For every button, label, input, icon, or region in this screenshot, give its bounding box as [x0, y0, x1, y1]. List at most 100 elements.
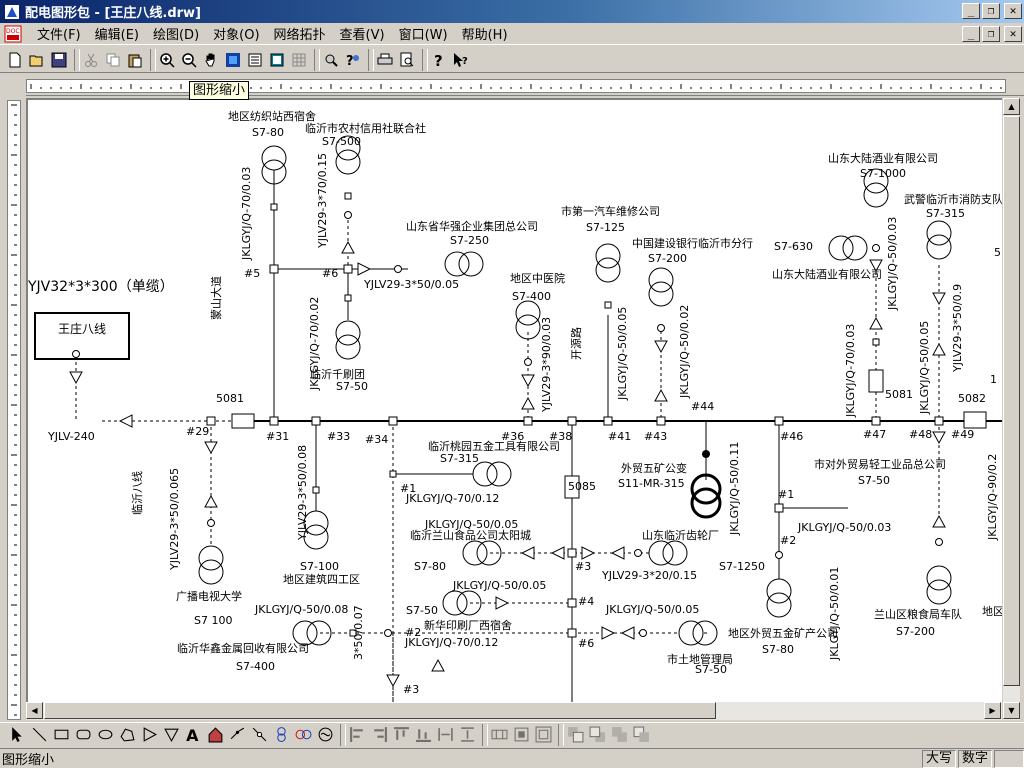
rectangle-icon[interactable]	[50, 724, 72, 746]
space-h-icon[interactable]	[434, 724, 456, 746]
arrester-symbol[interactable]	[620, 626, 635, 640]
transformer-symbol[interactable]	[648, 267, 674, 307]
fuse-symbol[interactable]	[872, 244, 880, 252]
fuse-symbol[interactable]	[384, 629, 392, 637]
space-v-icon[interactable]	[456, 724, 478, 746]
bus-node[interactable]	[774, 416, 784, 426]
bus-node[interactable]	[523, 416, 533, 426]
menu-topology[interactable]: 网络拓扑	[273, 28, 326, 43]
bus-node[interactable]	[656, 416, 666, 426]
ungroup-icon[interactable]	[510, 724, 532, 746]
list-icon[interactable]	[244, 49, 266, 71]
dual-transformer-icon[interactable]	[292, 724, 314, 746]
transformer-symbol[interactable]	[926, 220, 952, 260]
disconnect-switch[interactable]	[872, 338, 880, 346]
bus-node[interactable]	[871, 416, 881, 426]
disconnect-switch[interactable]	[389, 470, 397, 478]
transformer-symbol[interactable]	[515, 300, 541, 340]
menu-edit[interactable]: 编辑(E)	[94, 28, 139, 43]
substation-icon[interactable]	[204, 724, 226, 746]
menu-file[interactable]: 文件(F)	[37, 28, 81, 43]
disconnect-switch[interactable]	[344, 192, 352, 200]
transformer-symbol[interactable]	[828, 235, 868, 261]
arrester-symbol[interactable]	[610, 546, 625, 560]
arrester-symbol[interactable]	[431, 658, 445, 672]
align-left-icon[interactable]	[346, 724, 368, 746]
bus-node[interactable]	[567, 548, 577, 558]
print-preview-icon[interactable]	[396, 49, 418, 71]
arrester-symbol[interactable]	[386, 674, 400, 688]
menu-view[interactable]: 查看(V)	[339, 28, 385, 43]
bus-node[interactable]	[934, 416, 944, 426]
transformer-symbol[interactable]	[292, 620, 332, 646]
bus-node[interactable]	[603, 416, 613, 426]
arrester-symbol[interactable]	[932, 342, 946, 356]
breaker-box[interactable]	[231, 413, 255, 429]
doc-close-button[interactable]: ✕	[1004, 26, 1022, 42]
vertical-scrollbar[interactable]: ▲ ▼	[1002, 98, 1020, 720]
help-icon[interactable]: ?	[428, 49, 450, 71]
horizontal-scrollbar[interactable]: ◀ ▶	[26, 702, 1002, 720]
grid-icon[interactable]	[288, 49, 310, 71]
text-tool-icon[interactable]: A	[182, 724, 204, 746]
switch-icon[interactable]	[226, 724, 248, 746]
rounded-rect-icon[interactable]	[72, 724, 94, 746]
disconnect-switch[interactable]	[344, 294, 352, 302]
ellipse-icon[interactable]	[94, 724, 116, 746]
arrester-symbol[interactable]	[521, 396, 535, 410]
arrester-symbol[interactable]	[932, 431, 946, 445]
align-bottom-icon[interactable]	[412, 724, 434, 746]
transformer-symbol[interactable]	[648, 540, 688, 566]
minimize-button[interactable]: _	[962, 3, 980, 19]
document-icon[interactable]: DOC	[4, 25, 22, 43]
fuse-symbol[interactable]	[207, 519, 215, 527]
zoom-out-icon[interactable]	[178, 49, 200, 71]
fuse-symbol[interactable]	[344, 211, 352, 219]
arrester-symbol[interactable]	[520, 546, 535, 560]
save-icon[interactable]	[48, 49, 70, 71]
arrester-symbol[interactable]	[581, 546, 596, 560]
arrester-symbol[interactable]	[204, 494, 218, 508]
vertical-scroll-thumb[interactable]	[1003, 116, 1020, 686]
group-icon[interactable]	[488, 724, 510, 746]
bus-node[interactable]	[311, 416, 321, 426]
arrester-symbol[interactable]	[69, 371, 83, 385]
arrester-symbol[interactable]	[869, 259, 883, 273]
scroll-left-button[interactable]: ◀	[26, 702, 43, 719]
transformer-symbol[interactable]	[444, 251, 484, 277]
line-icon[interactable]	[28, 724, 50, 746]
doc-minimize-button[interactable]: _	[962, 26, 980, 42]
zoom-in-icon[interactable]	[156, 49, 178, 71]
transformer-symbol[interactable]	[863, 168, 889, 208]
arrester-symbol[interactable]	[932, 292, 946, 306]
source-box[interactable]: 王庄八线	[34, 312, 130, 360]
fuse-symbol[interactable]	[72, 350, 80, 358]
send-back-icon[interactable]	[564, 724, 586, 746]
horizontal-scroll-thumb[interactable]	[44, 702, 716, 719]
align-right-icon[interactable]	[368, 724, 390, 746]
open-icon[interactable]	[26, 49, 48, 71]
menu-window[interactable]: 窗口(W)	[398, 28, 448, 43]
transformer-symbol[interactable]	[335, 135, 361, 175]
fuse-symbol[interactable]	[657, 324, 665, 332]
query-icon[interactable]: ?	[342, 49, 364, 71]
print-icon[interactable]	[374, 49, 396, 71]
breaker-box[interactable]	[564, 475, 580, 499]
bus-node[interactable]	[774, 503, 784, 513]
transformer-symbol[interactable]	[442, 590, 482, 616]
order-icon[interactable]	[630, 724, 652, 746]
bus-node[interactable]	[567, 598, 577, 608]
paste-icon[interactable]	[124, 49, 146, 71]
disconnect-switch[interactable]	[270, 203, 278, 211]
disconnect-switch[interactable]	[312, 486, 320, 494]
generator-icon[interactable]	[314, 724, 336, 746]
bus-node[interactable]	[269, 416, 279, 426]
new-icon[interactable]	[4, 49, 26, 71]
scroll-down-button[interactable]: ▼	[1003, 702, 1020, 719]
bus-node[interactable]	[269, 264, 279, 274]
arrester-symbol[interactable]	[869, 316, 883, 330]
pan-hand-icon[interactable]	[200, 49, 222, 71]
arrester-symbol[interactable]	[521, 374, 535, 388]
color-icon[interactable]	[222, 49, 244, 71]
transformer-symbol[interactable]	[303, 510, 329, 550]
